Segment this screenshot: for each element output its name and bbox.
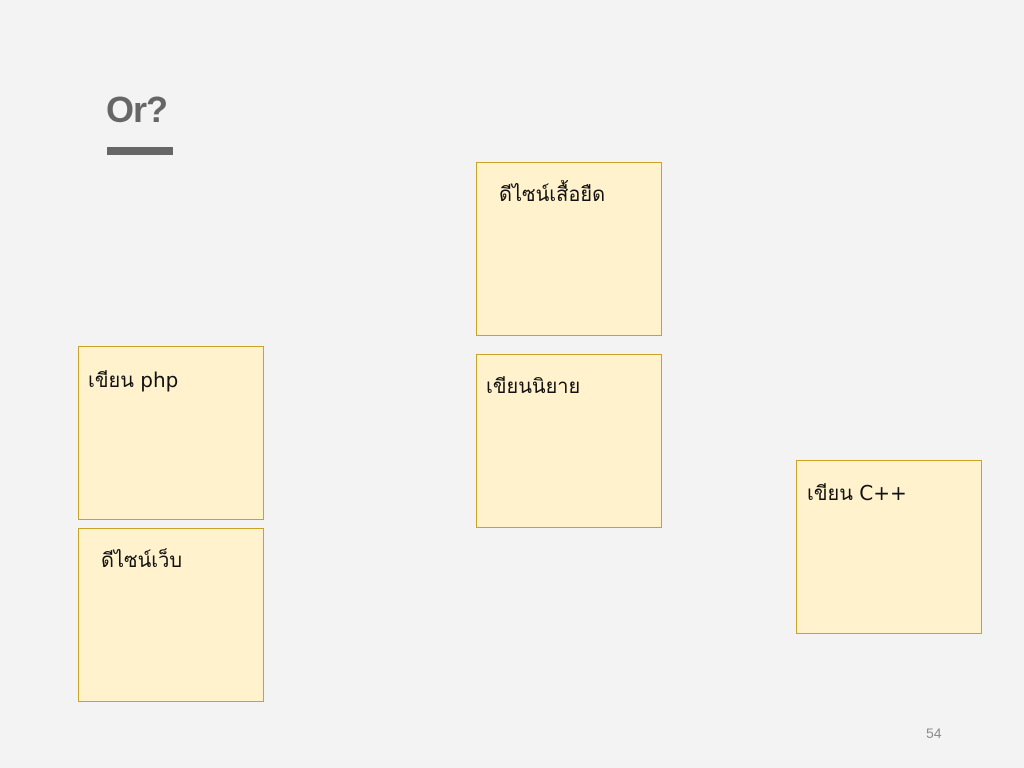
sticky-note-tshirt-design[interactable]: ดีไซน์เสื้อยืด [476, 162, 662, 336]
sticky-note-write-php[interactable]: เขียน php [78, 346, 264, 520]
sticky-note-label: เขียน php [88, 368, 179, 392]
sticky-note-label: ดีไซน์เว็บ [101, 548, 183, 572]
sticky-note-label: เขียน C++ [807, 481, 907, 505]
sticky-note-write-novel[interactable]: เขียนนิยาย [476, 354, 662, 528]
page-number: 54 [926, 725, 942, 741]
sticky-note-label: ดีไซน์เสื้อยืด [499, 182, 606, 206]
sticky-note-web-design[interactable]: ดีไซน์เว็บ [78, 528, 264, 702]
slide-title: Or? [106, 89, 168, 130]
title-underline [107, 147, 173, 155]
sticky-note-write-cpp[interactable]: เขียน C++ [796, 460, 982, 634]
sticky-note-label: เขียนนิยาย [486, 374, 581, 398]
